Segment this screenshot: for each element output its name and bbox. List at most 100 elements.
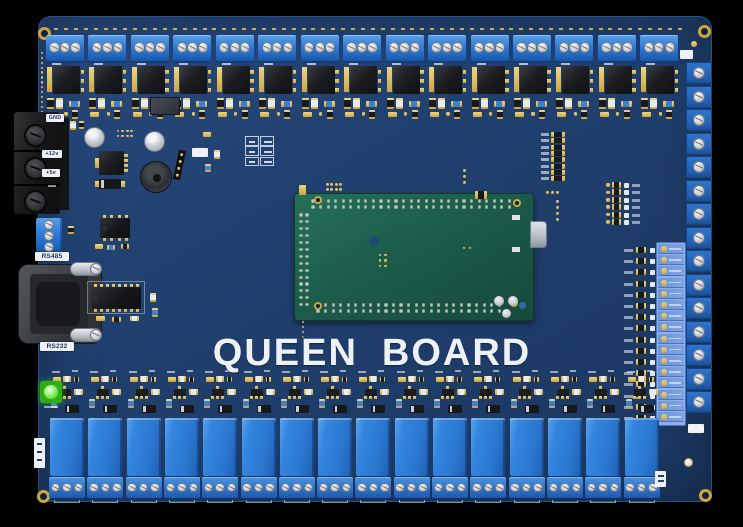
silk-mark	[513, 500, 540, 503]
gold-pin	[404, 112, 408, 116]
screw-slot	[496, 485, 504, 490]
driver-chip	[265, 66, 293, 94]
smd-resistor	[63, 376, 71, 382]
pin-hole	[384, 303, 388, 307]
smd-body	[294, 376, 300, 382]
edge-pin	[261, 27, 266, 31]
smd-component	[284, 110, 291, 119]
smd-body	[613, 204, 619, 211]
edge-pin	[123, 27, 128, 31]
smd-body	[267, 389, 273, 395]
screw-slot	[114, 45, 122, 50]
edge-pin	[73, 27, 78, 31]
edge-pin	[331, 27, 336, 31]
smd-component	[79, 121, 84, 129]
silk-mark	[646, 370, 653, 372]
smd-capacitor	[625, 399, 632, 408]
smd-body	[382, 389, 388, 395]
smd-body	[497, 389, 503, 395]
terminal-screw	[155, 42, 166, 53]
gold-pin	[191, 112, 195, 116]
pin-hole	[500, 199, 504, 203]
driver-chip	[137, 66, 165, 94]
solder-pad	[96, 316, 105, 321]
pin-hole	[414, 309, 418, 313]
gold-pin	[40, 105, 44, 109]
screw-slot	[140, 485, 147, 490]
driver-transistor	[633, 389, 646, 397]
transistor-leg	[522, 386, 526, 389]
pin-hole	[299, 220, 303, 224]
terminal-screw	[586, 482, 597, 493]
terminal-screw	[112, 482, 122, 493]
terminal-screw	[102, 42, 113, 53]
smd-component	[538, 110, 545, 119]
driver-chip	[647, 66, 675, 94]
dip-leg	[94, 308, 97, 312]
smd-body	[225, 100, 233, 107]
transistor-leg	[139, 386, 143, 389]
pin-hole	[354, 303, 358, 307]
screw-slot	[273, 45, 281, 50]
gold-pin	[64, 112, 68, 116]
silk-mark	[186, 370, 193, 372]
screw-slot	[623, 45, 631, 50]
terminal-screw	[215, 482, 225, 493]
screw-slot	[694, 94, 704, 99]
screw-slot	[443, 45, 451, 50]
gold-pin	[384, 253, 387, 257]
smd-body	[496, 111, 503, 117]
edge-pin	[153, 27, 157, 31]
dip-leg	[117, 237, 121, 241]
dip-leg	[106, 284, 109, 288]
edge-pin	[489, 27, 494, 31]
smd-body	[496, 377, 500, 382]
silk-mark	[148, 370, 155, 372]
silk-mark	[130, 500, 157, 503]
smd-body	[434, 400, 440, 406]
silk-mark	[92, 500, 119, 503]
smd-body	[368, 101, 375, 107]
transistor-leg	[599, 396, 603, 399]
screw-slot	[228, 485, 236, 490]
gold-pin	[40, 81, 44, 84]
gold-pin	[378, 264, 382, 268]
relay	[547, 418, 582, 476]
screw-slot	[331, 485, 339, 490]
smd-capacitor	[408, 101, 420, 107]
pin-hole	[305, 247, 309, 252]
smd-component	[496, 110, 503, 119]
silk-mark	[263, 370, 270, 372]
driver-chip	[519, 66, 547, 94]
relay	[624, 418, 659, 476]
terminal-screw	[472, 482, 482, 493]
smd-body	[477, 191, 485, 199]
pin-hole	[432, 205, 436, 209]
mounting-hole	[697, 24, 711, 38]
smd-body	[183, 100, 191, 107]
flyback-diode	[141, 405, 156, 413]
screw-slot	[694, 211, 704, 217]
smd-component	[150, 377, 156, 382]
transistor-leg	[604, 396, 608, 399]
terminal-screw	[693, 161, 705, 173]
smd-body	[357, 400, 364, 406]
transistor-leg	[374, 396, 378, 399]
silk-mark	[455, 370, 461, 372]
solder-pad	[599, 112, 609, 117]
driver-chip	[435, 66, 463, 94]
pin-hole	[326, 205, 330, 209]
smd-component	[581, 110, 588, 119]
toroid-inductor	[140, 161, 172, 193]
gold-pin	[40, 66, 44, 69]
smd-component	[454, 110, 461, 119]
solder-pad	[167, 377, 176, 382]
terminal-screw	[144, 42, 156, 53]
electrolytic-capacitor	[83, 126, 105, 148]
silk-mark	[632, 213, 640, 217]
terminal-screw	[494, 42, 506, 53]
pin-hole	[394, 199, 398, 203]
terminal-screw	[643, 42, 654, 53]
transistor-leg	[211, 396, 215, 399]
smd-body	[205, 165, 211, 171]
